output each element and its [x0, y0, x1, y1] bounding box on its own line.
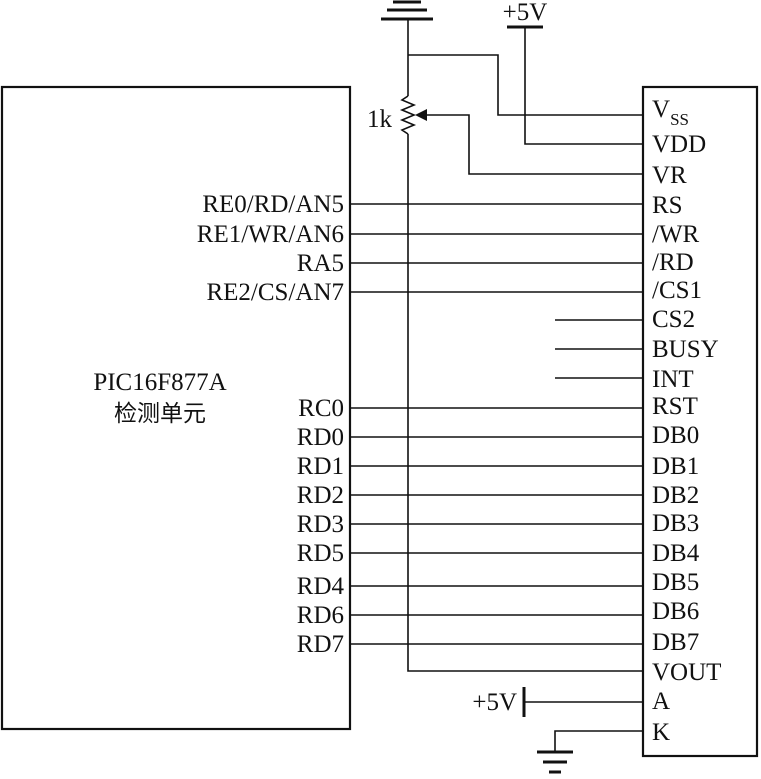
wire-wiper-vr	[427, 114, 643, 175]
wire-k-ground	[554, 730, 643, 752]
lcd-pin-labels: VSS VDD VR RS /WR /RD /CS1 CS2 BUSY INT …	[652, 96, 721, 746]
supply-label: +5V	[503, 0, 548, 26]
mcu-pin-label: RE1/WR/AN6	[197, 221, 344, 248]
supply-5v-top: +5V	[503, 0, 643, 145]
lcd-pin-label: A	[652, 688, 670, 715]
lcd-pin-label: DB6	[652, 598, 699, 625]
lcd-pin-label: /RD	[652, 249, 694, 276]
mcu-pin-label: RD5	[297, 540, 344, 567]
mcu-pin-label: RD3	[297, 511, 344, 538]
lcd-pin-label: K	[652, 719, 670, 746]
lcd-pin-label: DB0	[652, 422, 699, 449]
supply-5v-backlight: +5V	[472, 687, 643, 717]
lcd-pin-label: /CS1	[652, 277, 702, 304]
lcd-pin-label: RST	[652, 393, 698, 420]
supply-label: +5V	[472, 689, 517, 716]
lcd-pin-label: RS	[652, 192, 683, 219]
mcu-pin-label: RD0	[297, 424, 344, 451]
lcd-pin-label: DB4	[652, 540, 700, 567]
mcu-pin-label: RD7	[297, 631, 344, 658]
wire-vout	[407, 134, 643, 672]
mcu-pin-label: RA5	[297, 250, 344, 277]
mcu-pin-label: RD2	[297, 482, 344, 509]
lcd-pin-label: DB1	[652, 453, 699, 480]
mcu-control-pins: RE0/RD/AN5 RE1/WR/AN6 RA5 RE2/CS/AN7	[197, 191, 344, 306]
mcu-subtitle: 检测单元	[114, 401, 206, 427]
mcu-pin-label: RE2/CS/AN7	[206, 279, 344, 306]
lcd-pin-label: DB3	[652, 510, 699, 537]
lcd-pin-label: DB2	[652, 482, 699, 509]
lcd-pin-label: DB5	[652, 569, 699, 596]
mcu-name: PIC16F877A	[93, 369, 226, 396]
mcu-pin-label: RD4	[297, 573, 345, 600]
control-bus-wires	[350, 203, 643, 409]
data-bus-wires	[350, 436, 643, 645]
ground-symbol-top	[381, 0, 433, 21]
mcu-data-pins: RC0 RD0 RD1 RD2 RD3 RD5 RD4 RD6 RD7	[297, 395, 345, 658]
lcd-pin-label: VDD	[652, 131, 706, 158]
lcd-pin-label: DB7	[652, 629, 699, 656]
lcd-module-block	[641, 85, 759, 758]
lcd-pin-label: BUSY	[652, 336, 719, 363]
lcd-pin-label: INT	[652, 366, 694, 393]
mcu-pin-label: RE0/RD/AN5	[202, 191, 344, 218]
mcu-pin-label: RD6	[297, 602, 344, 629]
lcd-pin-vss: VSS	[652, 96, 689, 129]
lcd-pin-label: CS2	[652, 306, 695, 333]
potentiometer-1k: 1k	[367, 95, 643, 175]
lcd-pin-label: VOUT	[652, 659, 721, 686]
unconnected-pin-stubs	[555, 319, 643, 379]
mcu-pin-label: RC0	[298, 395, 344, 422]
pot-value-label: 1k	[367, 106, 393, 133]
ground-symbol-bottom	[537, 750, 573, 774]
wiper-arrow	[415, 109, 427, 121]
vss-main: V	[652, 96, 670, 123]
lcd-pin-label: /WR	[652, 221, 700, 248]
vss-subscript: SS	[670, 110, 689, 129]
wire-vss	[408, 54, 643, 116]
lcd-pin-label: VR	[652, 162, 687, 189]
mcu-pin-label: RD1	[297, 453, 344, 480]
